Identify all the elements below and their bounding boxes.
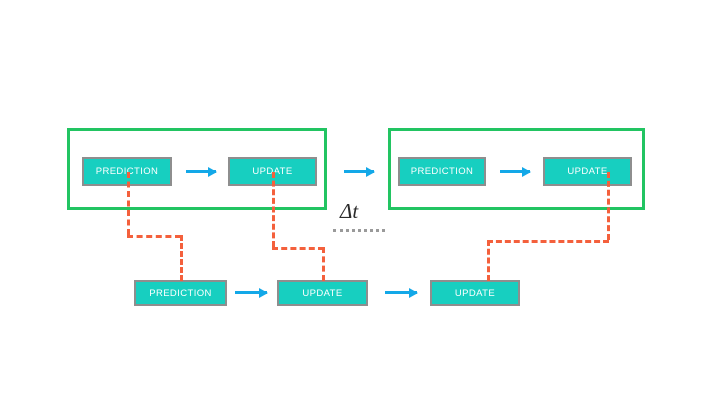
node-bottom-prediction-1[interactable]: PREDICTION: [134, 280, 227, 306]
feedback-1-segment-across: [127, 235, 181, 238]
feedback-3-segment-across: [487, 240, 609, 243]
time-gap-dashed-line: [333, 229, 385, 232]
node-label: UPDATE: [567, 166, 608, 177]
flow-arrow-bottom-2: [385, 291, 417, 294]
feedback-3-segment-down: [607, 172, 610, 240]
node-bottom-update-1[interactable]: UPDATE: [277, 280, 368, 306]
node-label: UPDATE: [302, 287, 343, 299]
node-label: PREDICTION: [410, 166, 474, 177]
node-label: UPDATE: [252, 166, 293, 177]
node-bottom-update-2[interactable]: UPDATE: [430, 280, 520, 306]
feedback-1-segment-drop: [180, 235, 183, 281]
node-label: PREDICTION: [95, 166, 159, 177]
delta-t-label: Δt: [340, 199, 359, 223]
flow-arrow-bottom-1: [235, 291, 267, 294]
timestep-group-frame-1: [67, 128, 327, 210]
feedback-2-segment-across: [272, 247, 324, 250]
node-label: PREDICTION: [149, 287, 212, 299]
feedback-3-segment-drop: [487, 240, 490, 281]
node-top-update-2[interactable]: UPDATE: [543, 157, 632, 186]
feedback-2-segment-drop: [322, 247, 325, 281]
node-label: UPDATE: [454, 287, 496, 299]
flow-arrow-top-1: [186, 170, 216, 173]
flow-arrow-between-groups: [344, 170, 374, 173]
flow-arrow-top-2: [500, 170, 530, 173]
timestep-group-frame-2: [388, 128, 645, 210]
node-top-prediction-2[interactable]: PREDICTION: [398, 157, 486, 186]
feedback-1-segment-down: [127, 172, 130, 235]
feedback-2-segment-down: [272, 172, 275, 247]
